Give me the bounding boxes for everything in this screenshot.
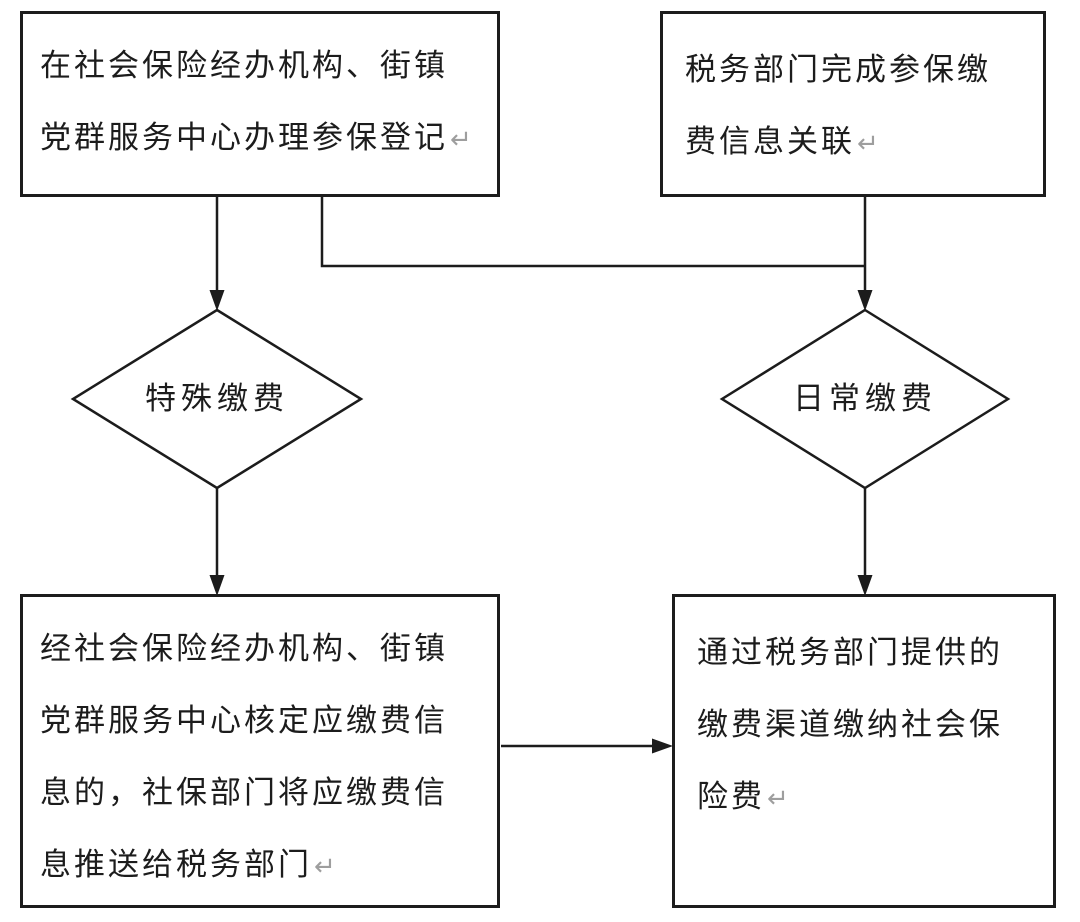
text-line: 息推送给税务部门↵ <box>40 829 489 901</box>
text-line: 税务部门完成参保缴 <box>685 34 1035 106</box>
text-line: 险费↵ <box>697 761 1045 833</box>
text-run: 缴费渠道缴纳社会保 <box>697 707 1003 742</box>
daily-payment-diamond-label: 日常缴费 <box>793 381 937 416</box>
arrowhead-down-icon <box>857 575 873 596</box>
text-line: 缴费渠道缴纳社会保 <box>697 689 1045 761</box>
text-line: 经社会保险经办机构、街镇 <box>40 613 489 685</box>
text-line: 党群服务中心办理参保登记↵ <box>40 102 489 174</box>
pay-box: 通过税务部门提供的 缴费渠道缴纳社会保 险费↵ <box>672 594 1056 908</box>
arrowhead-right-icon <box>652 738 673 754</box>
verify-box-text: 经社会保险经办机构、街镇 党群服务中心核定应缴费信 息的，社保部门将应缴费信 息… <box>23 597 497 901</box>
pay-box-text: 通过税务部门提供的 缴费渠道缴纳社会保 险费↵ <box>675 597 1053 833</box>
paragraph-return-mark-icon: ↵ <box>450 124 472 154</box>
text-run: 税务部门完成参保缴 <box>685 52 991 87</box>
text-run: 通过税务部门提供的 <box>697 635 1003 670</box>
text-line: 息的，社保部门将应缴费信 <box>40 757 489 829</box>
text-run: 在社会保险经办机构、街镇 <box>40 48 448 83</box>
arrowhead-down-icon <box>857 290 873 311</box>
register-box: 在社会保险经办机构、街镇 党群服务中心办理参保登记↵ <box>20 11 500 197</box>
register-box-text: 在社会保险经办机构、街镇 党群服务中心办理参保登记↵ <box>23 14 497 174</box>
text-run: 经社会保险经办机构、街镇 <box>40 631 448 666</box>
text-run: 党群服务中心办理参保登记 <box>40 120 448 155</box>
tax-link-box-text: 税务部门完成参保缴 费信息关联↵ <box>663 14 1043 178</box>
text-line: 通过税务部门提供的 <box>697 617 1045 689</box>
paragraph-return-mark-icon: ↵ <box>857 128 879 158</box>
paragraph-return-mark-icon: ↵ <box>314 851 336 881</box>
text-line: 在社会保险经办机构、街镇 <box>40 30 489 102</box>
text-line: 党群服务中心核定应缴费信 <box>40 685 489 757</box>
text-run: 息推送给税务部门 <box>40 847 312 882</box>
tax-link-box: 税务部门完成参保缴 费信息关联↵ <box>660 11 1046 197</box>
paragraph-return-mark-icon: ↵ <box>767 783 789 813</box>
text-run: 党群服务中心核定应缴费信 <box>40 703 448 738</box>
text-run: 息的，社保部门将应缴费信 <box>40 775 448 810</box>
text-run: 费信息关联 <box>685 124 855 159</box>
arrowhead-down-icon <box>209 290 225 311</box>
arrowhead-down-icon <box>209 575 225 596</box>
verify-box: 经社会保险经办机构、街镇 党群服务中心核定应缴费信 息的，社保部门将应缴费信 息… <box>20 594 500 908</box>
text-line: 费信息关联↵ <box>685 106 1035 178</box>
special-payment-diamond-label: 特殊缴费 <box>145 381 289 416</box>
edge-register-elbow-to-daily <box>320 197 865 268</box>
text-run: 险费 <box>697 779 765 814</box>
